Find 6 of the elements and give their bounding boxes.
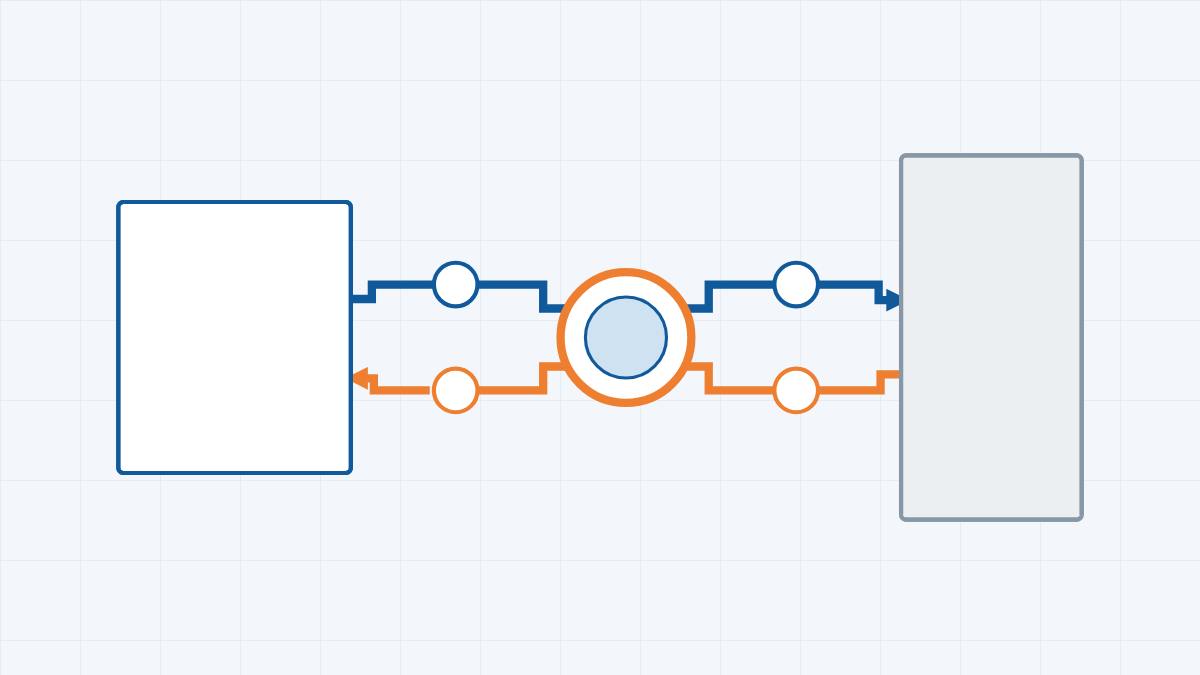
node-circle — [556, 267, 696, 408]
connector — [351, 280, 434, 304]
node-circle — [772, 366, 821, 415]
node-circle — [431, 260, 480, 309]
node-circle — [431, 366, 480, 415]
node-circle — [772, 260, 821, 309]
